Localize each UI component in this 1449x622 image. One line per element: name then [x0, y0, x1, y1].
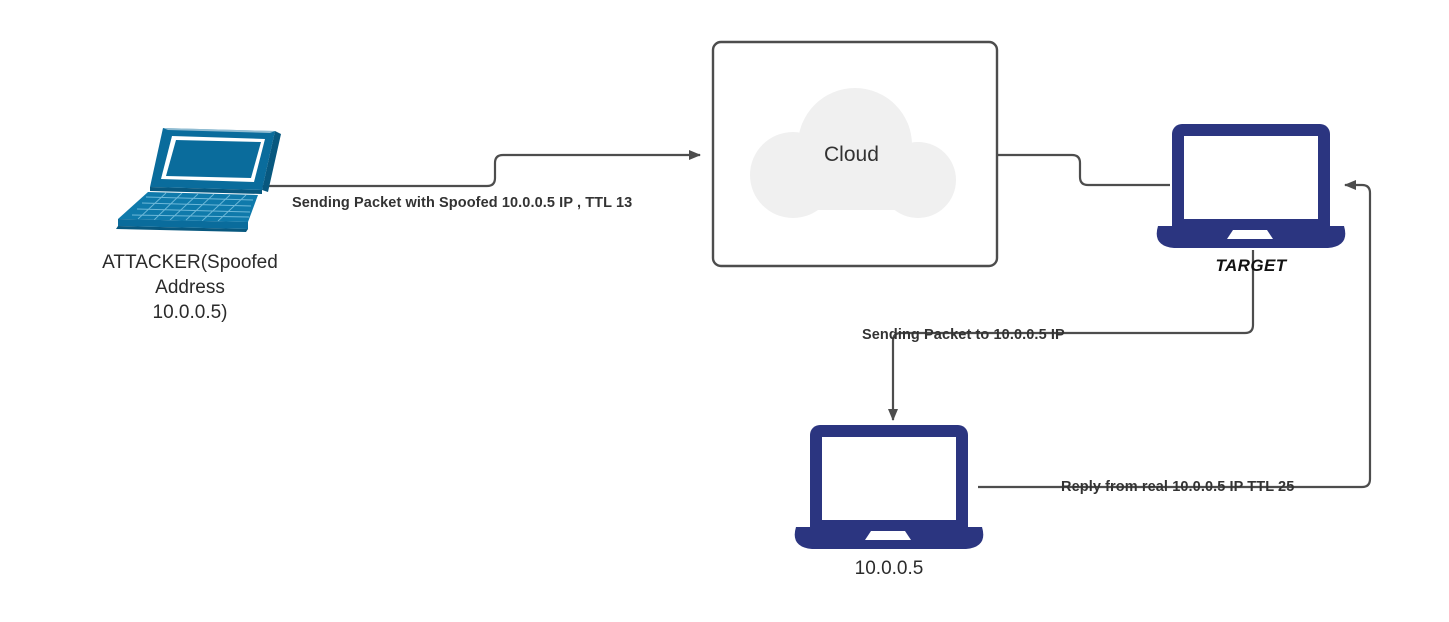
target-label: TARGET [1215, 256, 1287, 275]
laptop-front-icon [1156, 124, 1346, 248]
victim-label: 10.0.0.5 [854, 558, 924, 579]
laptop-front-icon [794, 425, 984, 549]
attacker-label: ATTACKER(Spoofed Address 10.0.0.5) [102, 252, 278, 324]
edge-victim-to-target [978, 180, 1372, 489]
cloud-label: Cloud [824, 143, 879, 166]
edge-target-to-victim [888, 250, 1255, 421]
edge-attacker-to-cloud [262, 150, 701, 188]
laptop-isometric-icon [116, 128, 281, 232]
edge-cloud-to-target [997, 153, 1170, 187]
edge-label-target-to-victim: Sending Packet to 10.0.0.5 IP [862, 327, 1065, 343]
edge-label-attacker-to-cloud: Sending Packet with Spoofed 10.0.0.5 IP … [292, 195, 633, 211]
edge-label-victim-to-target: Reply from real 10.0.0.5 IP TTL 25 [1061, 479, 1295, 495]
cloud-icon [750, 88, 956, 218]
